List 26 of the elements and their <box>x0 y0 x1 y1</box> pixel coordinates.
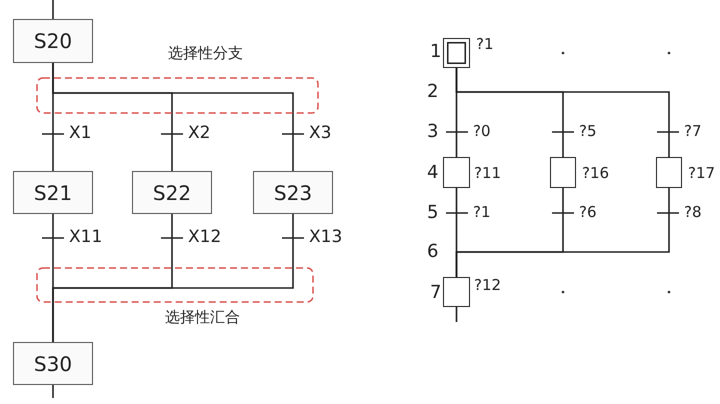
step-number: 1 <box>430 41 442 62</box>
action-label: ?16 <box>582 164 610 182</box>
step-number: 7 <box>430 282 442 303</box>
connector-line <box>456 68 670 157</box>
action-label: ?17 <box>688 164 716 182</box>
action-label: ?11 <box>474 164 502 182</box>
step-number: 5 <box>427 202 438 223</box>
connector-line <box>456 188 670 277</box>
region-caption: 选择性汇合 <box>165 308 240 327</box>
step-box: S22 <box>132 171 212 214</box>
connector-line <box>52 385 54 398</box>
step-number: 4 <box>427 162 438 183</box>
step-number: 2 <box>427 81 438 102</box>
connector-line <box>52 214 294 342</box>
action-label: ?1 <box>476 35 494 53</box>
connector-line <box>52 0 54 19</box>
step-number: 6 <box>427 241 438 262</box>
step-number: 3 <box>427 121 438 142</box>
region-caption: 选择性分支 <box>168 44 243 63</box>
step-box: S23 <box>253 171 333 214</box>
step-box: S21 <box>13 171 93 214</box>
connector-line <box>456 307 458 322</box>
step-box: S20 <box>13 19 93 63</box>
step-box: S30 <box>13 342 93 385</box>
action-label: ?12 <box>474 276 502 294</box>
connector-line <box>52 63 294 171</box>
